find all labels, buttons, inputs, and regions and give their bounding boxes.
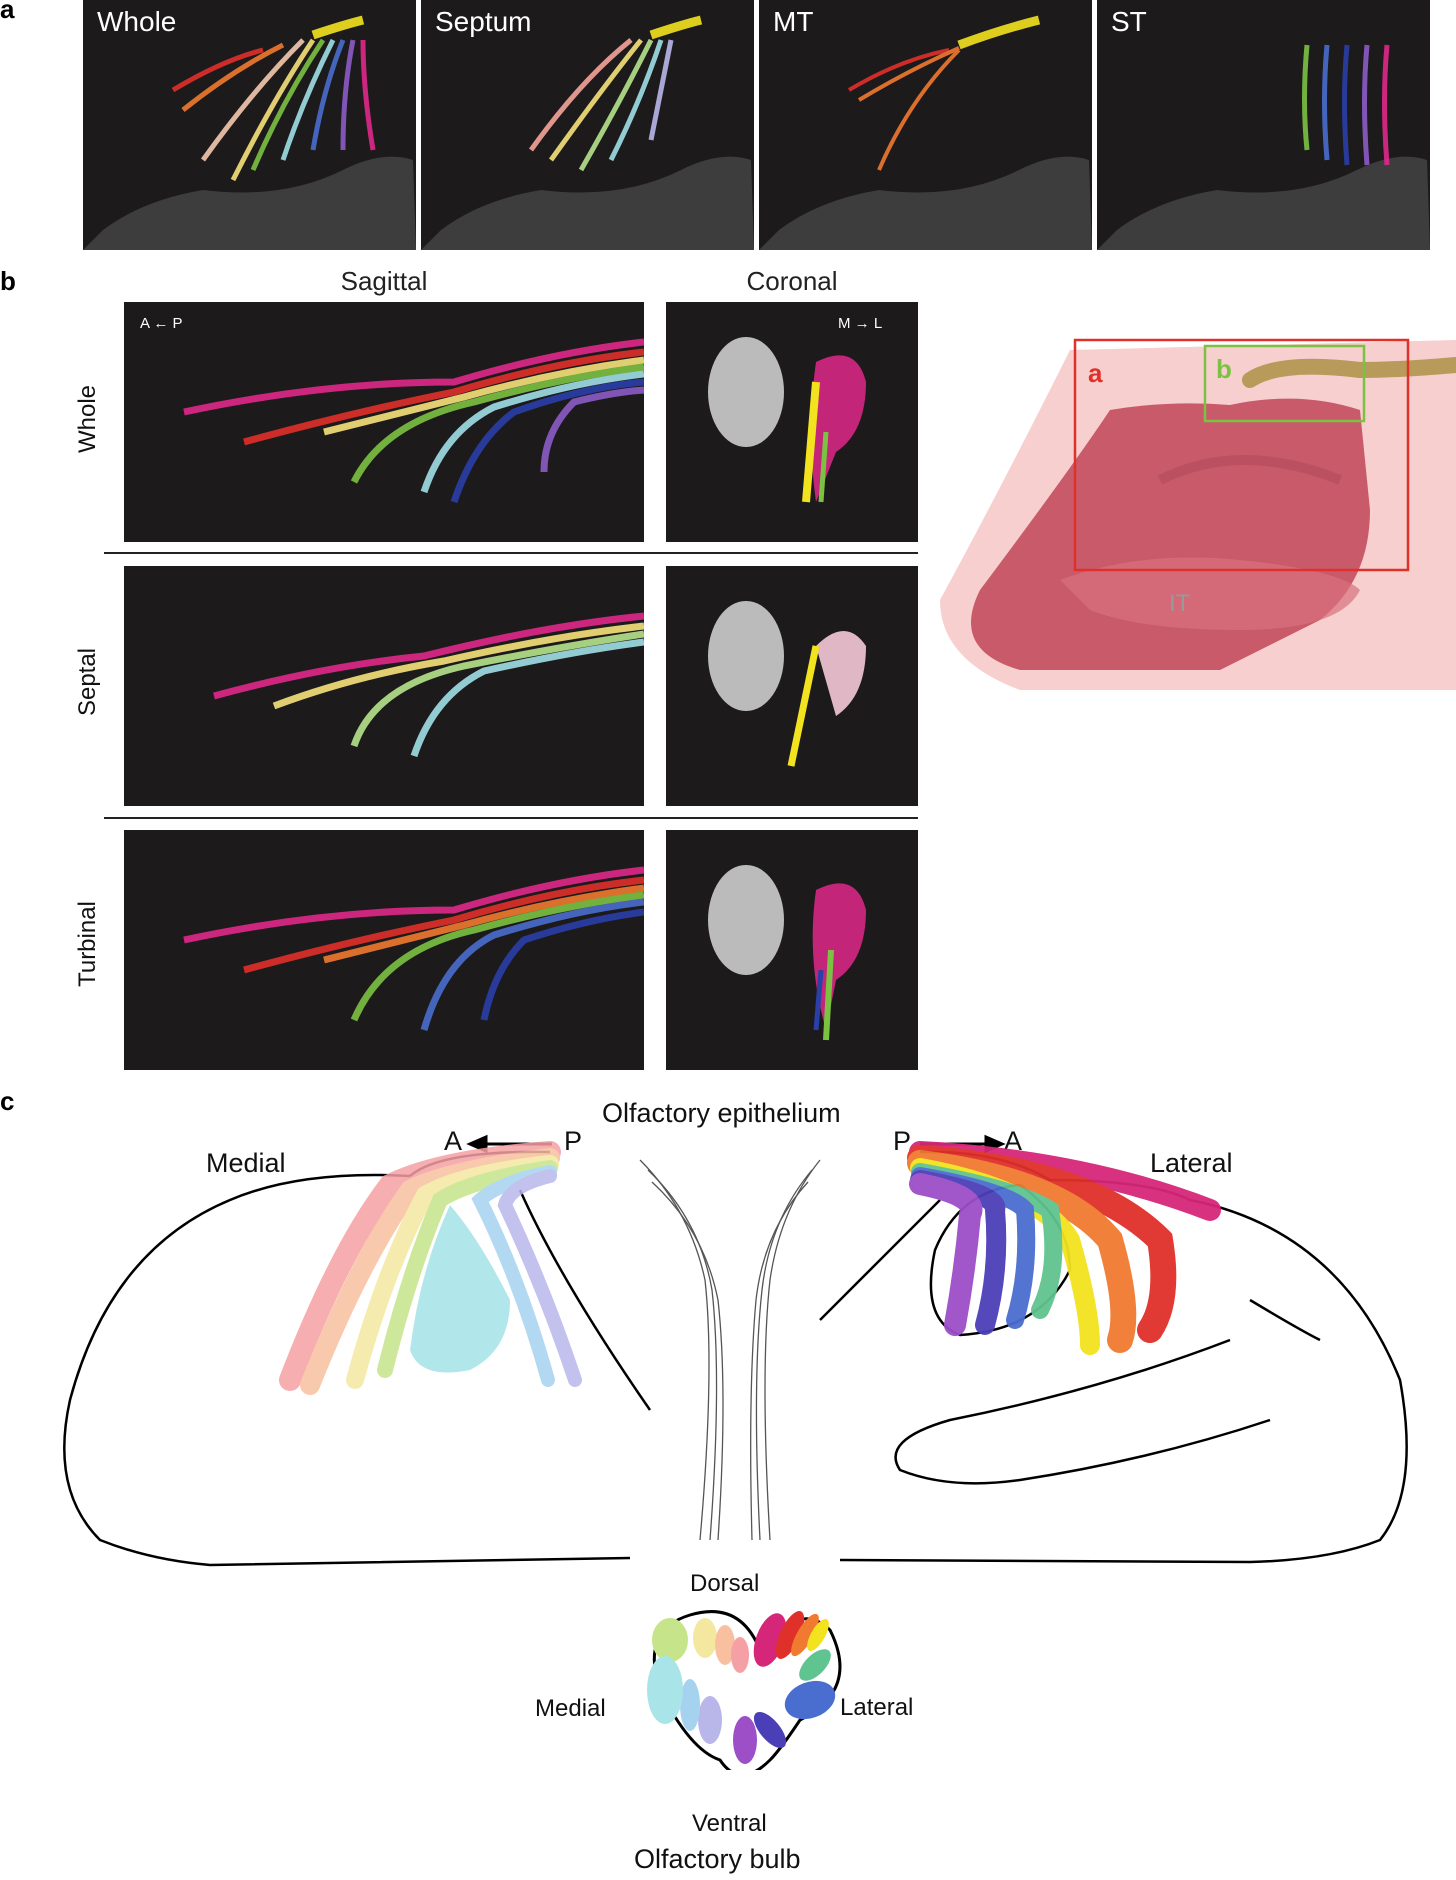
- coronal-whole: M → L: [666, 302, 918, 542]
- tile-label-mt: MT: [773, 6, 814, 37]
- orient-ap: A ← P: [140, 315, 183, 332]
- sagittal-tracts-septal: [213, 612, 644, 758]
- nose-box-a-label: a: [1088, 358, 1103, 388]
- sagittal-turbinal: [124, 830, 644, 1070]
- row-separator-1: [104, 552, 918, 554]
- bulb-ventral-label: Ventral: [692, 1810, 767, 1837]
- tile-whole: Whole: [83, 0, 416, 250]
- row-label-turbinal: Turbinal: [74, 901, 101, 987]
- olfactory-bulb-diagram: [647, 1610, 842, 1770]
- tile-st: ST: [1097, 0, 1430, 250]
- left-arrow-from-label: P: [564, 1126, 583, 1156]
- tract-image-septum: [421, 15, 754, 250]
- col-head-sagittal: Sagittal: [340, 266, 428, 296]
- tile-label-whole: Whole: [97, 6, 177, 37]
- bulb-lateral-label: Lateral: [840, 1694, 914, 1721]
- coronal-tracts-septal: [708, 601, 866, 767]
- coronal-tracts-whole: [708, 337, 866, 503]
- row-label-septal: Septal: [74, 647, 101, 717]
- row-separator-2: [104, 817, 918, 819]
- nose-diagram: a b IT: [940, 330, 1456, 690]
- orient-ml: M → L: [838, 315, 883, 332]
- col-head-coronal: Coronal: [746, 266, 838, 296]
- nose-turbinate-label: IT: [1169, 590, 1191, 617]
- olfactory-epithelium-title: Olfactory epithelium: [602, 1098, 841, 1128]
- tract-image-mt: [759, 15, 1092, 250]
- panel-a-letter: a: [0, 0, 15, 24]
- olfactory-bulb-title: Olfactory bulb: [634, 1844, 801, 1874]
- sagittal-tracts-turbinal: [183, 866, 644, 1031]
- nasal-cavity-illustration: [940, 338, 1456, 690]
- tile-septum: Septum: [421, 0, 754, 250]
- sagittal-tracts-whole: [183, 338, 644, 504]
- bulb-medial-label: Medial: [535, 1695, 606, 1722]
- sagittal-whole: A ← P: [124, 302, 644, 542]
- right-arrow-from-label: P: [893, 1126, 912, 1156]
- left-arrow-to-label: A: [444, 1126, 463, 1156]
- epithelium-schematic: [63, 1134, 1408, 1770]
- panel-c-letter: c: [0, 1086, 15, 1116]
- tile-label-st: ST: [1111, 6, 1147, 37]
- lateral-side-label: Lateral: [1150, 1148, 1233, 1178]
- coronal-tracts-turbinal: [708, 865, 866, 1041]
- tract-image-whole: [83, 15, 416, 250]
- panel-b-letter: b: [0, 266, 16, 296]
- coronal-turbinal: [666, 830, 918, 1070]
- tile-label-septum: Septum: [435, 6, 532, 37]
- tile-mt: MT: [759, 0, 1092, 250]
- bulb-dorsal-label: Dorsal: [690, 1570, 760, 1597]
- right-arrow-to-label: A: [1004, 1126, 1023, 1156]
- nose-box-b-label: b: [1216, 354, 1232, 384]
- tract-image-st: [1097, 44, 1430, 250]
- row-label-whole: Whole: [74, 384, 101, 454]
- medial-side-label: Medial: [206, 1148, 286, 1178]
- coronal-septal: [666, 566, 918, 806]
- sagittal-septal: [124, 566, 644, 806]
